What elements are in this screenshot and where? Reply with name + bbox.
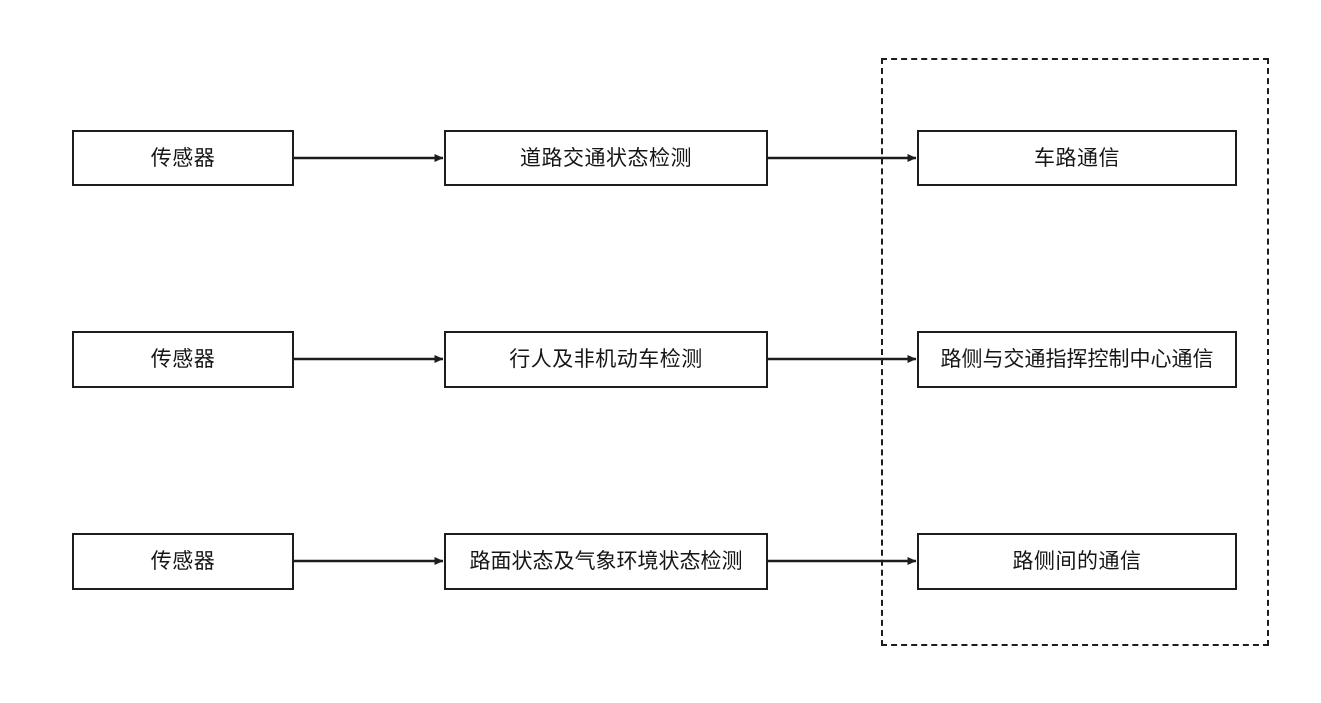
node-detection-2[interactable]: 行人及非机动车检测 [444, 331, 768, 388]
node-sensor-3-label: 传感器 [150, 549, 216, 574]
node-communication-2-label: 路侧与交通指挥控制中心通信 [940, 347, 1214, 372]
node-sensor-2-label: 传感器 [150, 347, 216, 372]
node-sensor-3[interactable]: 传感器 [72, 533, 294, 590]
node-communication-3-label: 路侧间的通信 [1012, 549, 1142, 574]
node-detection-2-label: 行人及非机动车检测 [509, 347, 703, 372]
node-communication-2[interactable]: 路侧与交通指挥控制中心通信 [917, 331, 1237, 388]
node-sensor-2[interactable]: 传感器 [72, 331, 294, 388]
node-detection-1-label: 道路交通状态检测 [520, 145, 692, 170]
node-communication-1-label: 车路通信 [1034, 145, 1120, 170]
node-detection-3-label: 路面状态及气象环境状态检测 [469, 549, 743, 574]
node-sensor-1[interactable]: 传感器 [72, 130, 294, 186]
node-sensor-1-label: 传感器 [150, 145, 216, 170]
node-detection-3[interactable]: 路面状态及气象环境状态检测 [444, 533, 768, 590]
node-communication-1[interactable]: 车路通信 [917, 130, 1237, 186]
node-detection-1[interactable]: 道路交通状态检测 [444, 130, 768, 186]
node-communication-3[interactable]: 路侧间的通信 [917, 533, 1237, 590]
